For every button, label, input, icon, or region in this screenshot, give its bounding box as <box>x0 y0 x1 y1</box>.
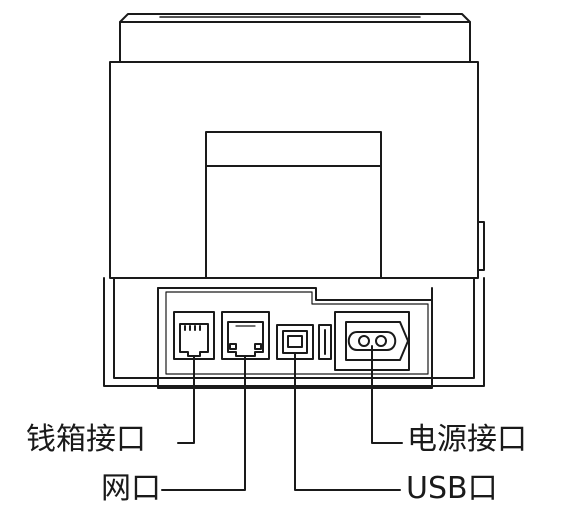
printer-top-cover <box>119 13 471 63</box>
leader-cash-drawer <box>177 355 195 444</box>
leader-usb <box>294 352 401 491</box>
cash-drawer-port-icon <box>173 311 215 360</box>
printer-body <box>109 61 485 279</box>
paper-exit-window <box>205 131 382 279</box>
leader-network <box>161 355 246 491</box>
cash-drawer-port-label: 钱箱接口 <box>26 422 146 457</box>
usb-port-label: USB口 <box>406 471 498 506</box>
leader-lines <box>161 345 403 491</box>
connector-recess <box>157 287 433 379</box>
network-port-icon <box>221 311 270 360</box>
network-port-label: 网口 <box>101 471 161 506</box>
leader-power <box>371 345 403 444</box>
power-port-label: 电源接口 <box>407 422 527 457</box>
power-switch-icon <box>318 324 332 360</box>
